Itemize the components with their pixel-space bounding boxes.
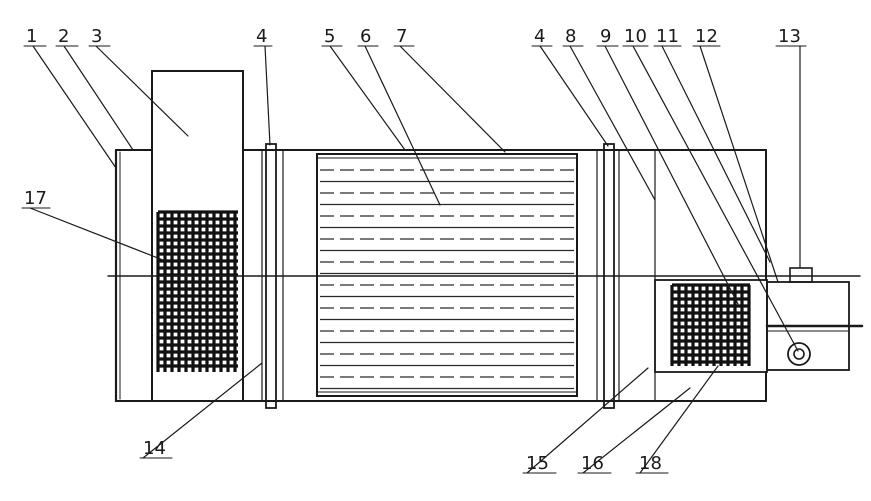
- part-labels: 1 2 3 4 5 6 7 4 8 9 10 11 12 13 17 14 15…: [24, 26, 801, 474]
- inlet-duct: [151, 70, 244, 402]
- mesh-screen-right: [670, 283, 751, 366]
- label-9: 9: [600, 26, 611, 47]
- label-4-left: 4: [256, 26, 267, 47]
- filter-core: [316, 153, 578, 397]
- housing-body: [114, 148, 767, 403]
- fitting-circle-outer: [787, 342, 811, 366]
- label-15: 15: [526, 453, 549, 474]
- cap-13: [789, 267, 813, 283]
- label-17: 17: [24, 188, 47, 209]
- outlet-box: [654, 267, 864, 373]
- label-1: 1: [26, 26, 37, 47]
- label-12: 12: [695, 26, 718, 47]
- label-6: 6: [360, 26, 371, 47]
- label-7: 7: [396, 26, 407, 47]
- label-10: 10: [624, 26, 647, 47]
- label-4-right: 4: [534, 26, 545, 47]
- label-11: 11: [656, 26, 679, 47]
- label-18: 18: [639, 453, 662, 474]
- label-2: 2: [58, 26, 69, 47]
- label-5: 5: [324, 26, 335, 47]
- leader-lines: [21, 45, 807, 474]
- label-3: 3: [91, 26, 102, 47]
- fitting-circle-inner: [793, 348, 805, 360]
- label-14: 14: [143, 438, 166, 459]
- label-13: 13: [778, 26, 801, 47]
- mesh-screen-left: [156, 210, 238, 372]
- label-16: 16: [581, 453, 604, 474]
- label-8: 8: [565, 26, 576, 47]
